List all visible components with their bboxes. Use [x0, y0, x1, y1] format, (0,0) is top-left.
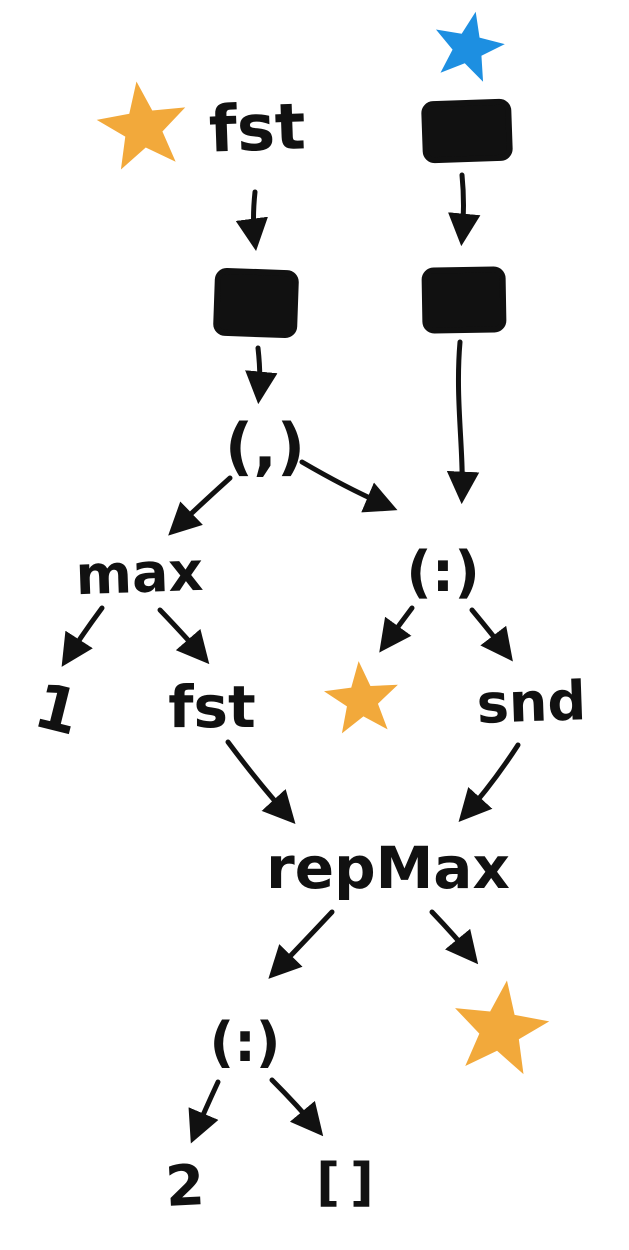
orange-star-icon — [324, 661, 398, 734]
arrow-bluethunk-to-thunk — [448, 172, 481, 247]
orange-star-icon — [455, 980, 550, 1075]
arrow-tuple-to-cons — [299, 459, 398, 513]
arrow-max-to-fst — [157, 607, 210, 665]
arrow-cons-to-two — [188, 1079, 221, 1144]
node-repmax: repMax — [266, 834, 510, 902]
node-two: 2 — [164, 1153, 206, 1220]
arrow-cons-to-nil — [269, 1077, 324, 1137]
thunk-box-icon — [213, 267, 299, 339]
arrow-tuple-to-max — [168, 475, 233, 536]
thunk-box-icon — [421, 266, 507, 334]
arrow-cons-to-star — [379, 605, 415, 653]
arrow-thunk-to-tuple — [245, 345, 278, 405]
node-fst-top: fst — [208, 90, 307, 167]
arrow-fst-to-thunk — [235, 189, 268, 252]
node-snd: snd — [476, 669, 587, 736]
arrow-thunk-to-cons — [446, 339, 480, 505]
node-nil: [] — [316, 1153, 384, 1213]
arrow-cons-to-snd — [469, 607, 513, 662]
arrow-max-to-one — [61, 605, 105, 667]
arrow-fst-to-repmax — [225, 739, 296, 825]
node-fst-mid: fst — [168, 673, 255, 741]
node-cons-right: (:) — [406, 540, 480, 605]
arrow-repmax-to-cons — [268, 909, 335, 979]
node-cons-bottom: (:) — [210, 1011, 281, 1074]
orange-star-icon — [96, 81, 186, 170]
blue-star-icon — [435, 11, 505, 82]
node-one: 1 — [27, 669, 87, 750]
arrow-repmax-to-star — [429, 909, 479, 965]
node-tuple: (,) — [225, 410, 305, 483]
arrow-snd-to-repmax — [458, 742, 521, 823]
thunk-box-icon — [421, 98, 513, 164]
node-max: max — [75, 540, 205, 607]
